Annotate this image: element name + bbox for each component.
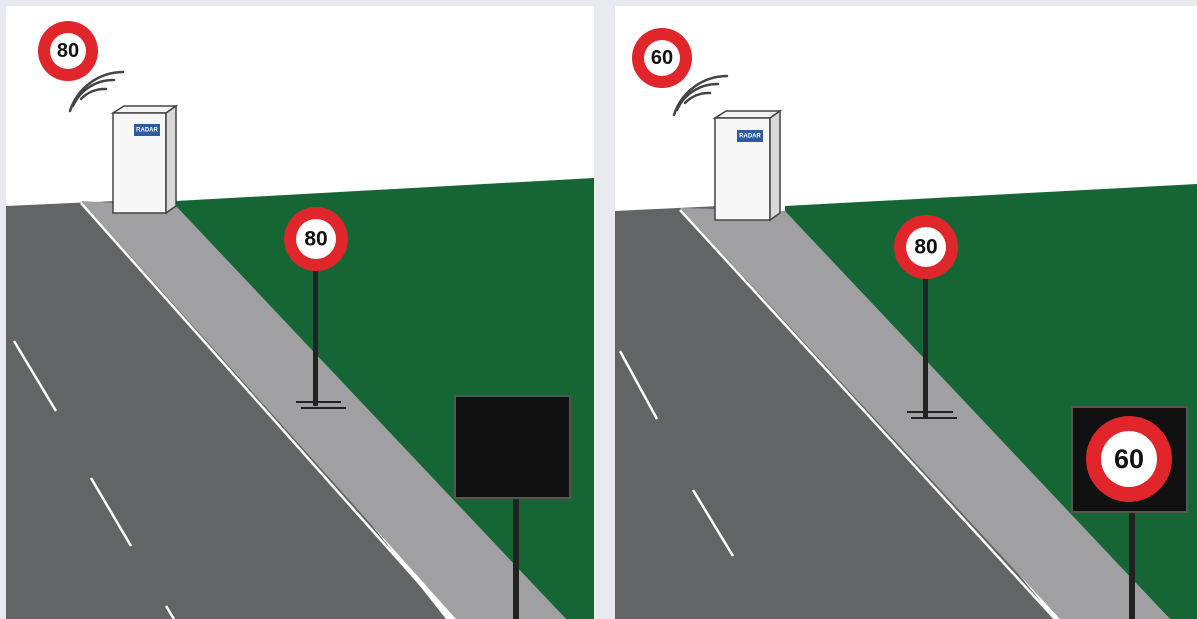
svg-text:80: 80 <box>304 228 327 251</box>
svg-text:60: 60 <box>651 47 673 69</box>
radar-label-text: RADAR <box>136 128 158 134</box>
svg-text:80: 80 <box>914 236 937 259</box>
scene-illustration: RADAR 80 80 <box>6 6 594 619</box>
radar-label-text: RADAR <box>739 134 761 140</box>
vms-speed-display: 60 <box>1086 416 1172 502</box>
transmitted-speed-sign: 80 <box>38 21 98 81</box>
scene-panel-left: RADAR 80 80 <box>6 6 594 619</box>
transmitted-speed-sign: 60 <box>632 28 692 88</box>
radar-cabinet: RADAR <box>113 106 176 213</box>
scene-panel-right: RADAR 60 80 <box>615 6 1197 619</box>
svg-text:80: 80 <box>57 40 79 62</box>
scene-illustration: RADAR 60 80 <box>615 6 1197 619</box>
svg-text:60: 60 <box>1114 444 1144 474</box>
radar-cabinet: RADAR <box>715 111 780 220</box>
